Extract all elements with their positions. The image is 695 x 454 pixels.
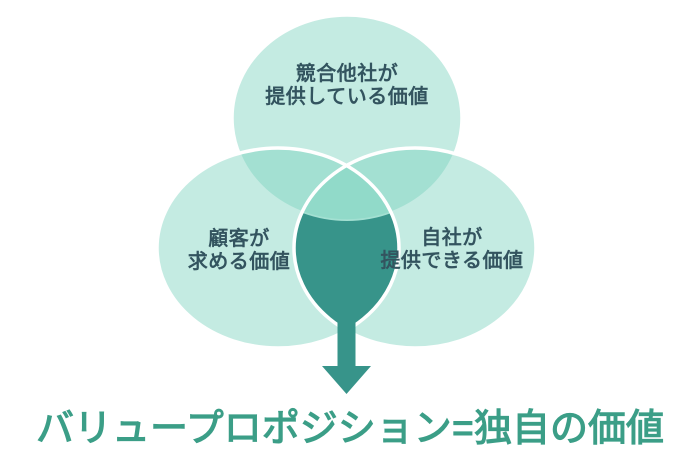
- down-arrow-icon: [322, 300, 371, 394]
- unique-value-intersection: [294, 148, 399, 348]
- customers-circle-outline: [155, 146, 401, 350]
- diagram-title: バリュープロポジション=独自の価値: [36, 408, 664, 450]
- company-label-line1: 自社が: [421, 225, 483, 249]
- customers-label-line1: 顧客が: [208, 226, 270, 250]
- company-circle-outline: [292, 146, 538, 350]
- company-label-line2: 提供できる価値: [380, 248, 523, 272]
- competitors-label-line1: 競合他社が: [296, 61, 399, 85]
- customers-label-line2: 求める価値: [188, 249, 291, 273]
- competitors-label-line2: 提供している価値: [265, 84, 428, 108]
